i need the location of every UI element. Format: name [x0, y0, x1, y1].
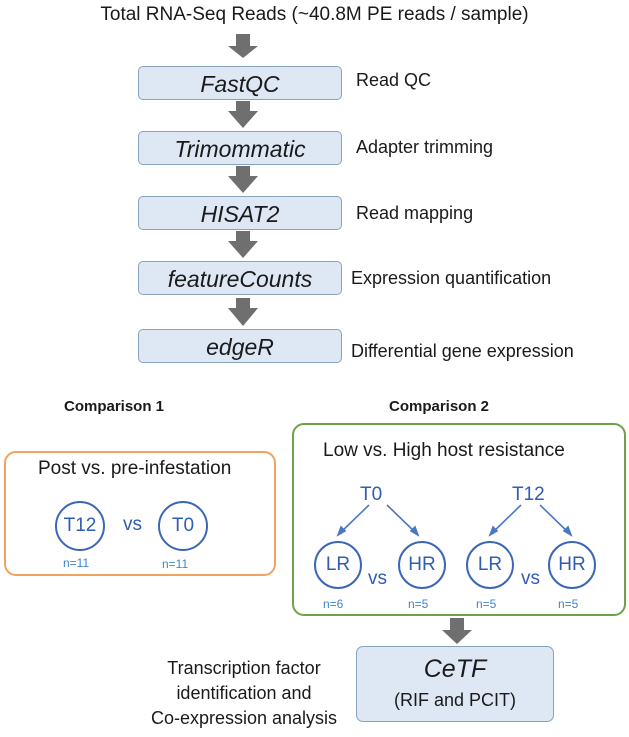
sample-count-t0-hr: n=5 — [408, 597, 429, 611]
cetf-name: CeTF — [423, 655, 487, 683]
tool-box-edger: edgeR — [138, 329, 342, 363]
sample-circle-t12-hr: HR — [548, 541, 596, 589]
comparison-1-title: Post vs. pre-infestation — [38, 458, 232, 479]
step-label-differential-gene-expression: Differential gene expression — [351, 341, 574, 361]
cetf-description-line-3: Co-expression analysis — [150, 708, 338, 728]
cetf-box: CeTF (RIF and PCIT) — [356, 646, 554, 722]
flow-arrow-2 — [228, 101, 258, 128]
sample-circle-t0-hr: HR — [398, 541, 446, 589]
vs-label-t12: vs — [521, 568, 540, 589]
sample-circle-t0-lr: LR — [314, 541, 362, 589]
tool-box-featurecounts: featureCounts — [138, 261, 342, 295]
step-label-read-mapping: Read mapping — [356, 203, 474, 223]
flow-arrow-1 — [228, 34, 258, 58]
cetf-description-line-2: identification and — [176, 683, 312, 703]
comparison-1-heading: Comparison 1 — [64, 398, 165, 415]
tool-box-trimommatic: Trimommatic — [138, 131, 342, 165]
cetf-subtitle: (RIF and PCIT) — [393, 690, 517, 710]
sample-circle-t12-lr: LR — [466, 541, 514, 589]
flow-arrow-4 — [228, 231, 258, 258]
vs-label-t0: vs — [368, 568, 387, 589]
cetf-description-line-1: Transcription factor — [167, 658, 321, 678]
flow-arrow-3 — [228, 166, 258, 193]
flow-arrow-5 — [228, 298, 258, 326]
tool-box-fastqc: FastQC — [138, 66, 342, 100]
step-label-adapter-trimming: Adapter trimming — [356, 137, 494, 157]
diagram-title: Total RNA-Seq Reads (~40.8M PE reads / s… — [100, 4, 529, 25]
step-label-expression-quantification: Expression quantification — [351, 268, 552, 288]
flow-arrow-6 — [442, 618, 472, 644]
comparison-2-panel — [292, 423, 626, 616]
comparison-2-title: Low vs. High host resistance — [323, 440, 565, 461]
step-label-read-qc: Read QC — [356, 70, 432, 90]
cetf-description: Transcription factor identification and … — [130, 656, 358, 731]
sample-count-t12-hr: n=5 — [558, 597, 579, 611]
sample-count-t0-lr: n=6 — [323, 597, 344, 611]
sample-count-t12: n=11 — [63, 556, 90, 570]
sample-count-t0: n=11 — [162, 557, 189, 571]
comparison-1-panel — [4, 451, 276, 576]
sample-circle-t0: T0 — [158, 501, 208, 551]
tool-box-hisat2: HISAT2 — [138, 196, 342, 230]
vs-label: vs — [123, 514, 142, 535]
node-t12: T12 — [512, 484, 545, 505]
node-t0: T0 — [360, 484, 383, 505]
sample-count-t12-lr: n=5 — [476, 597, 497, 611]
sample-circle-t12: T12 — [55, 501, 105, 551]
comparison-2-heading: Comparison 2 — [389, 398, 490, 415]
